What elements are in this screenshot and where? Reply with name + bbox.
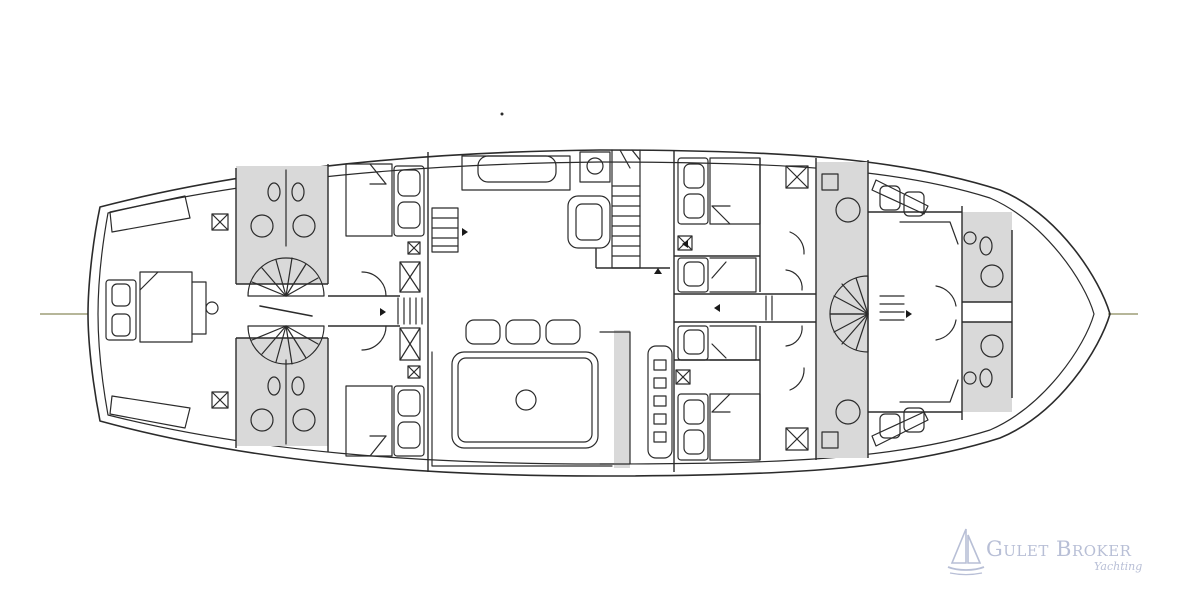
direction-arrows — [380, 228, 912, 318]
stern-heads — [211, 169, 316, 445]
stern-spiral-stairs — [247, 257, 325, 365]
sailboat-logo-icon — [947, 528, 985, 576]
forward-heads — [821, 173, 1004, 449]
stern-cushions — [109, 195, 191, 429]
forward-cabins — [677, 157, 809, 461]
north-mark — [500, 112, 504, 116]
brand-tagline: Yachting — [1094, 560, 1143, 573]
stern-cabin-bed — [105, 271, 219, 343]
hull-outline — [87, 149, 1111, 477]
hull-inner — [97, 161, 1095, 465]
wet-areas — [236, 162, 1012, 468]
saloon — [431, 149, 691, 467]
brand-watermark: Gulet Broker Yachting — [946, 525, 1176, 577]
aft-cabins — [345, 163, 425, 457]
brand-name: Gulet Broker — [986, 537, 1132, 561]
